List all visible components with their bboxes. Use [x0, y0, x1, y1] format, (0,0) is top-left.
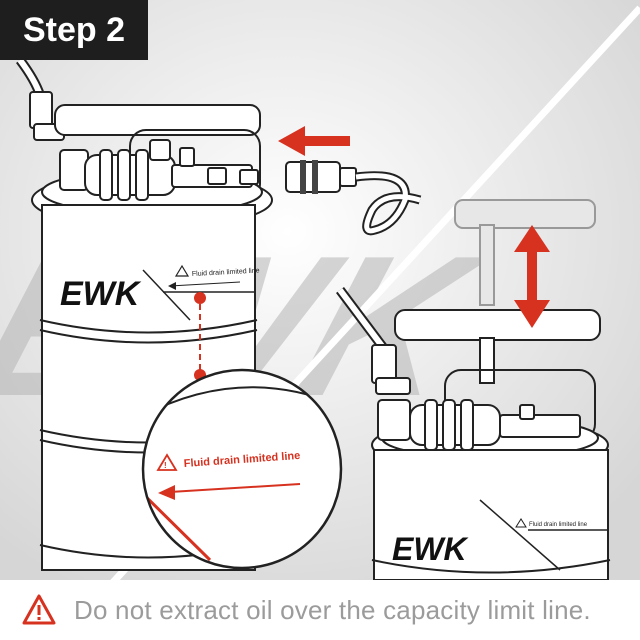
illustration: EWK EWK — [0, 0, 640, 580]
warning-triangle-icon — [22, 593, 56, 627]
left-tank-brand: EWK — [60, 275, 142, 313]
step-label: Step 2 — [23, 11, 125, 50]
step-badge: Step 2 — [0, 0, 148, 60]
svg-text:!: ! — [164, 461, 167, 470]
right-tank-brand: EWK — [392, 531, 470, 567]
caption-bar: Do not extract oil over the capacity lim… — [0, 580, 640, 640]
caption-text: Do not extract oil over the capacity lim… — [74, 595, 591, 626]
right-limit-text: Fluid drain limited line — [529, 522, 588, 528]
